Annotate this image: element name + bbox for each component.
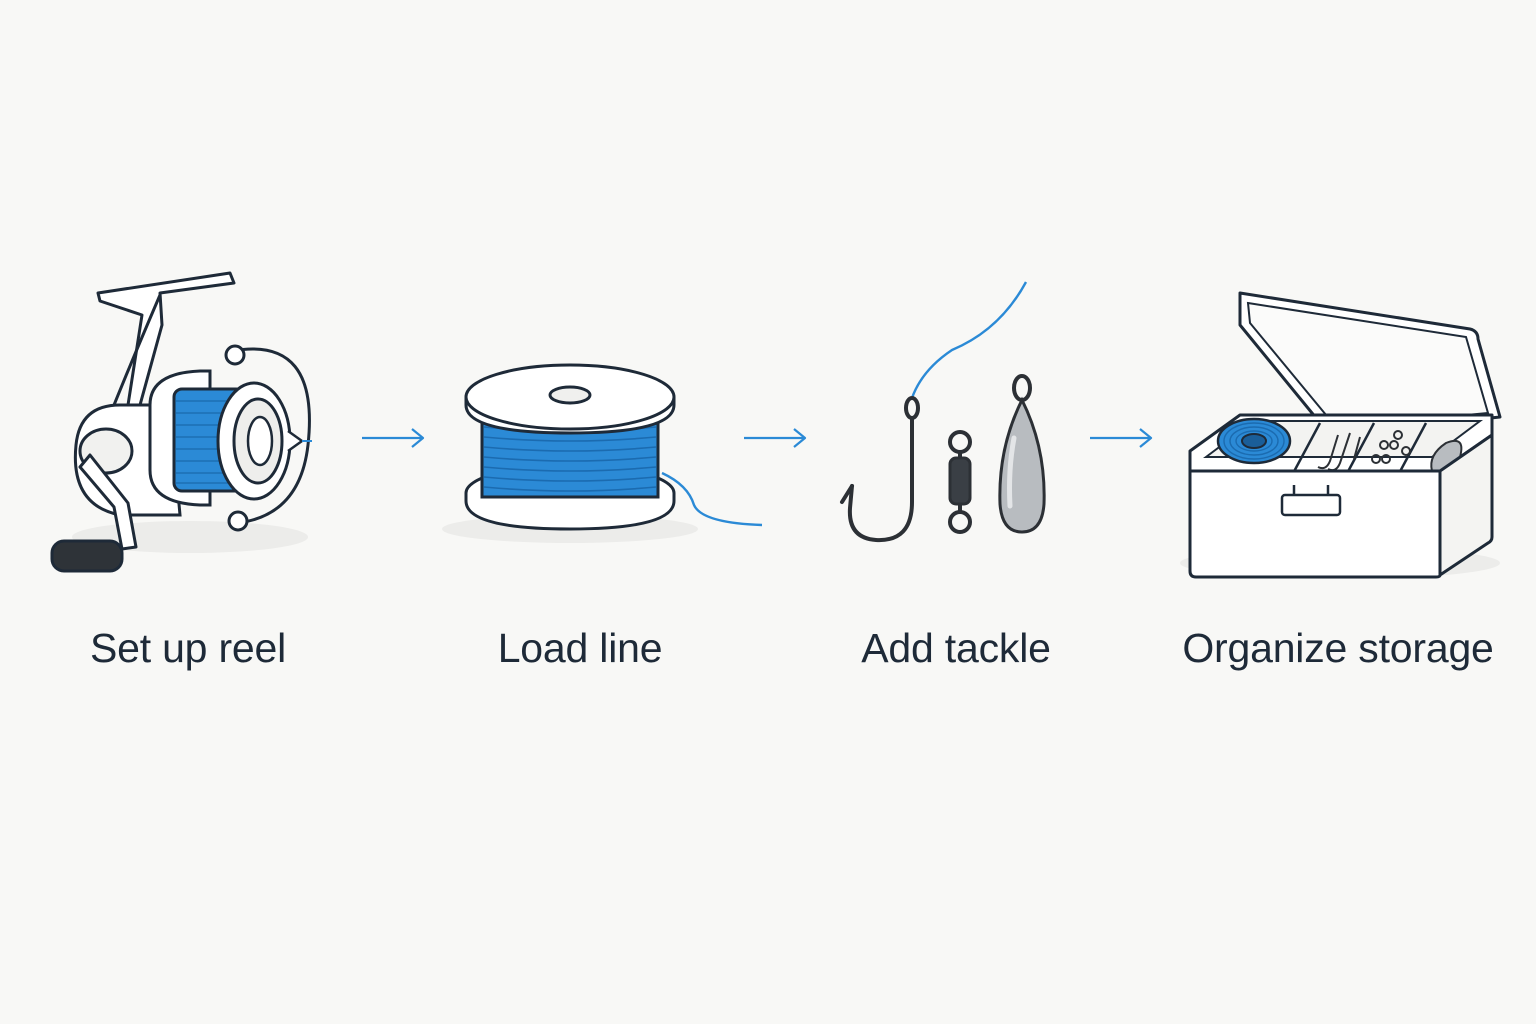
arrow-right-icon [362,428,425,448]
hook-swivel-sinker-icon [840,281,1046,543]
arrow-right-icon [1090,428,1153,448]
step-label-organize-storage: Organize storage [1182,625,1494,671]
step-label-add-tackle: Add tackle [861,625,1051,671]
step-label-set-up-reel: Set up reel [89,625,287,671]
tackle-box-icon [1180,291,1502,579]
arrow-right-icon [744,428,807,448]
spinning-reel-icon [50,271,312,573]
step-label-load-line: Load line [497,625,663,671]
line-spool-icon [442,363,763,543]
